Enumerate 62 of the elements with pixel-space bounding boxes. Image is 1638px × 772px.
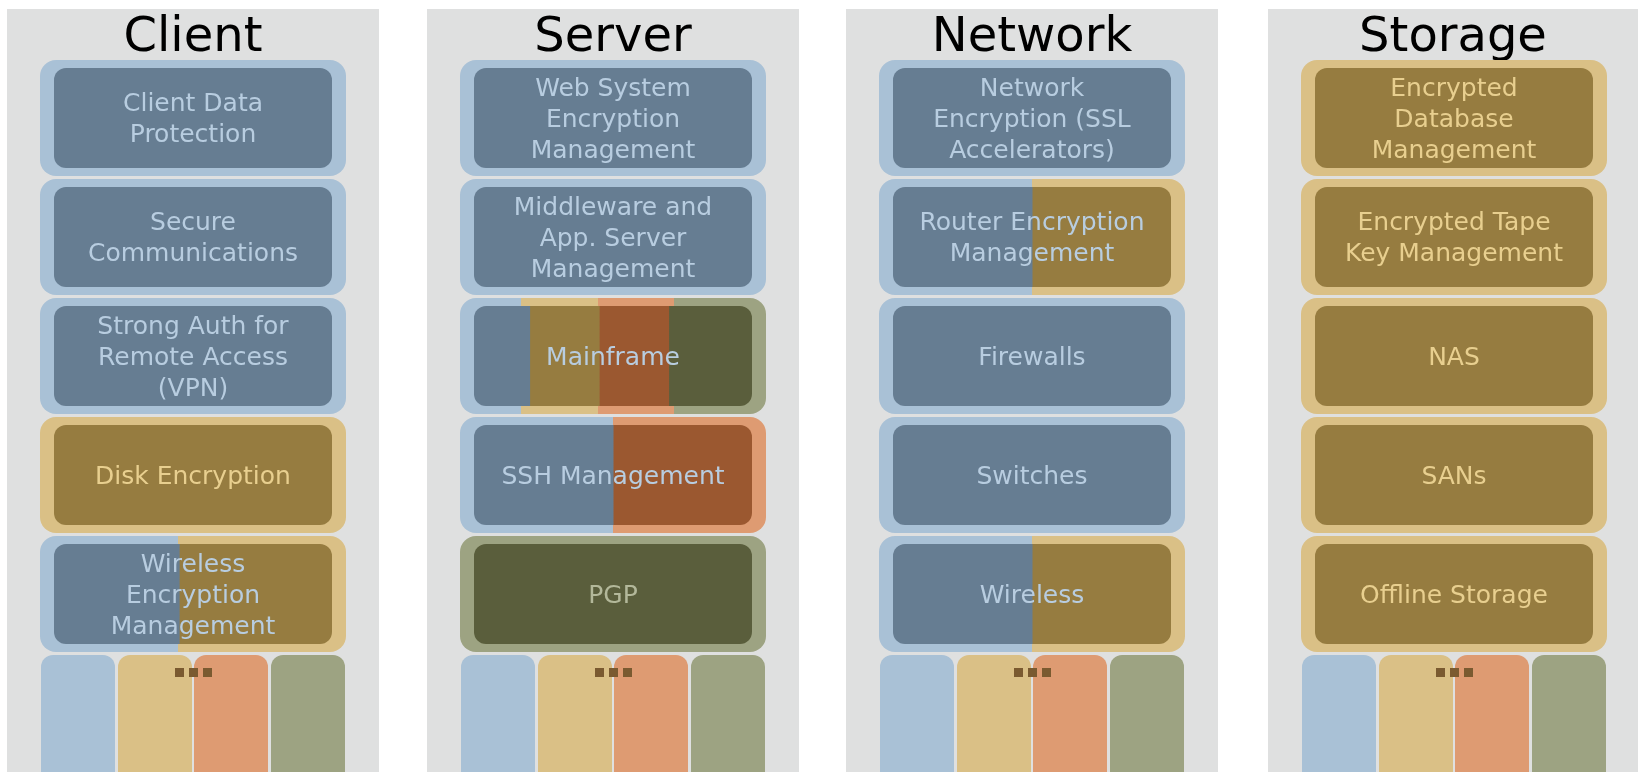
category-box: [1301, 179, 1607, 295]
column-title: Client: [122, 9, 264, 59]
column-panel: [427, 9, 799, 772]
box-label: Client Data Protection: [122, 87, 264, 149]
category-box: [460, 417, 766, 533]
color-bar: [117, 655, 192, 772]
box-label: Router Encryption Management: [918, 206, 1146, 268]
color-bar: [1378, 655, 1453, 772]
color-bar: [690, 655, 765, 772]
color-bar: [461, 655, 535, 772]
box-label: NAS: [1427, 340, 1481, 372]
column-panel: [846, 9, 1218, 772]
category-box: [1301, 298, 1607, 414]
column-title: Server: [533, 9, 693, 59]
box-label: Firewalls: [977, 340, 1087, 372]
column-panel: [7, 9, 379, 772]
category-box: [879, 417, 1185, 533]
box-label: Disk Encryption: [94, 459, 292, 491]
category-box: [1301, 417, 1607, 533]
color-bar: [1302, 655, 1376, 772]
category-box: [40, 60, 346, 176]
box-label: Network Encryption (SSL Accelerators): [932, 71, 1132, 165]
category-box: [40, 417, 346, 533]
box-label: Web System Encryption Management: [529, 71, 697, 165]
color-bar: [1531, 655, 1606, 772]
box-label: SANs: [1420, 459, 1488, 491]
category-box: [40, 536, 346, 652]
box-label: Strong Auth for Remote Access (VPN): [96, 309, 290, 403]
category-box: [40, 179, 346, 295]
color-bar: [194, 655, 268, 772]
color-bar: [956, 655, 1031, 772]
category-box: [879, 179, 1185, 295]
category-box: [460, 179, 766, 295]
box-label: Wireless Encryption Management: [109, 547, 277, 641]
box-label: Middleware and App. Server Management: [512, 190, 714, 284]
column-title: Network: [930, 9, 1134, 59]
category-box: [40, 298, 346, 414]
color-bar: [1455, 655, 1529, 772]
box-label: Secure Communications: [86, 206, 300, 268]
color-bar: [1109, 655, 1184, 772]
box-label: Offline Storage: [1359, 578, 1549, 610]
category-box: [879, 536, 1185, 652]
category-box: [460, 536, 766, 652]
box-label: Switches: [975, 459, 1089, 491]
box-label: PGP: [587, 578, 639, 610]
color-bar: [537, 655, 612, 772]
category-box: [460, 298, 766, 414]
category-box: [1301, 60, 1607, 176]
column-panel: [1268, 9, 1638, 772]
category-box: [1301, 536, 1607, 652]
color-bar: [880, 655, 954, 772]
category-box: [879, 60, 1185, 176]
color-bar: [614, 655, 688, 772]
color-bar: [1033, 655, 1107, 772]
color-bar: [270, 655, 345, 772]
box-label: Encrypted Tape Key Management: [1344, 206, 1564, 268]
category-box: [460, 60, 766, 176]
box-label: Mainframe: [545, 340, 681, 372]
column-title: Storage: [1358, 9, 1548, 59]
box-label: Encrypted Database Management: [1370, 71, 1538, 165]
category-box: [879, 298, 1185, 414]
color-bar: [41, 655, 115, 772]
